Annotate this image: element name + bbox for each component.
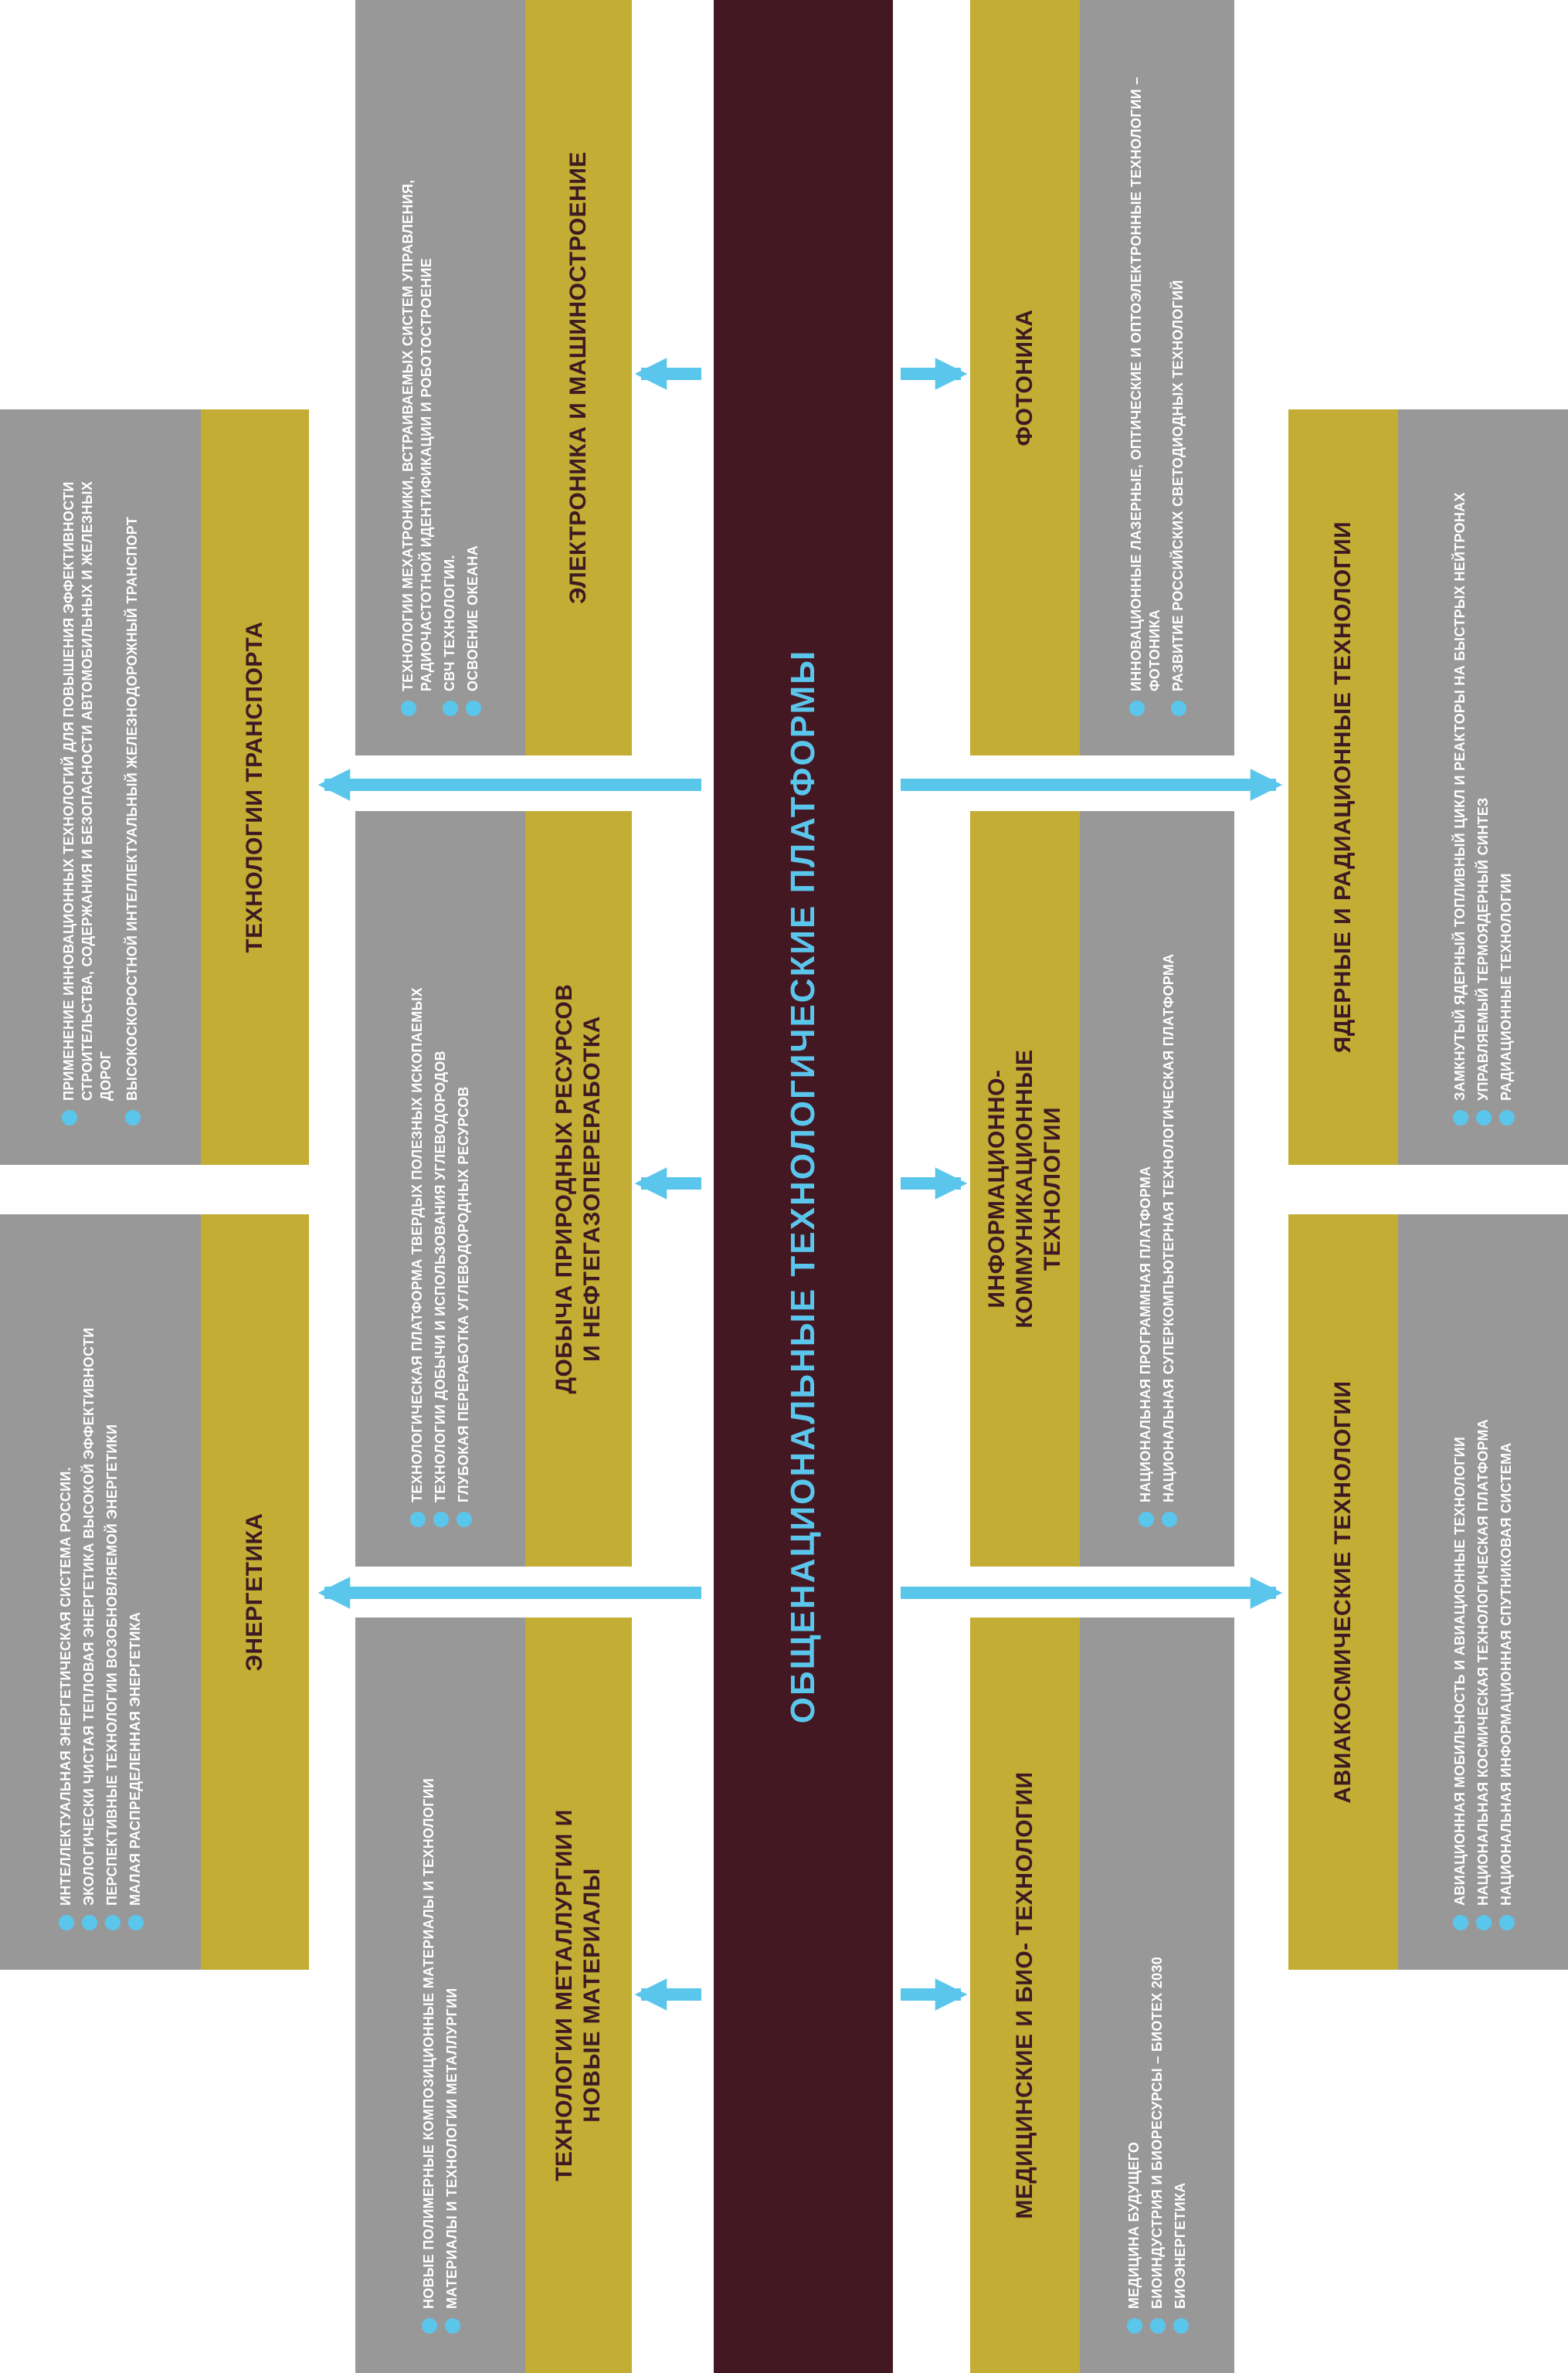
list-item: АВИАЦИОННАЯ МОБИЛЬНОСТЬ И АВИАЦИОННЫЕ ТЕ… bbox=[1451, 1252, 1469, 1932]
bullet-dot-icon bbox=[401, 701, 416, 716]
bullet-dot-icon bbox=[1173, 2318, 1189, 2334]
photonics-title: ФОТОНИКА bbox=[1012, 309, 1037, 446]
photonics-items-panel: ИННОВАЦИОННЫЕ ЛАЗЕРНЫЕ, ОПТИЧЕСКИЕ И ОПТ… bbox=[1080, 0, 1234, 755]
nuclear-category: ЯДЕРНЫЕ И РАДИАЦИОННЫЕ ТЕХНОЛОГИИ bbox=[1288, 409, 1398, 1165]
list-item: МЕДИЦИНА БУДУЩЕГО bbox=[1125, 1655, 1143, 2335]
ict-category: ИНФОРМАЦИОННО-КОММУНИКАЦИОННЫЕ ТЕХНОЛОГИ… bbox=[970, 811, 1080, 1567]
electronics-category: ЭЛЕКТРОНИКА И МАШИНОСТРОЕНИЕ bbox=[525, 0, 632, 755]
list-item: НАЦИОНАЛЬНАЯ КОСМИЧЕСКАЯ ТЕХНОЛОГИЧЕСКАЯ… bbox=[1474, 1252, 1492, 1932]
list-item: НОВЫЕ ПОЛИМЕРНЫЕ КОМПОЗИЦИОННЫЕ МАТЕРИАЛ… bbox=[419, 1655, 438, 2335]
center-bar: ОБЩЕНАЦИОНАЛЬНЫЕ ТЕХНОЛОГИЧЕСКИЕ ПЛАТФОР… bbox=[714, 0, 893, 2373]
electronics-title: ЭЛЕКТРОНИКА И МАШИНОСТРОЕНИЕ bbox=[565, 151, 591, 604]
bullet-dot-icon bbox=[433, 1512, 449, 1527]
list-item: НАЦИОНАЛЬНАЯ ПРОГРАММНАЯ ПЛАТФОРМА bbox=[1136, 849, 1155, 1529]
list-item: МАЛАЯ РАСПРЕДЕЛЕННАЯ ЭНЕРГЕТИКА bbox=[126, 1252, 144, 1932]
list-item: ИНТЕЛЛЕКТУАЛЬНАЯ ЭНЕРГЕТИЧЕСКАЯ СИСТЕМА … bbox=[56, 1252, 75, 1932]
nuclear-items-panel: ЗАМКНУТЫЙ ЯДЕРНЫЙ ТОПЛИВНЫЙ ЦИКЛ И РЕАКТ… bbox=[1398, 409, 1568, 1165]
medical-items-panel: МЕДИЦИНА БУДУЩЕГО БИОИНДУСТРИЯ И БИОРЕСУ… bbox=[1080, 1618, 1234, 2373]
list-item: ПЕРСПЕКТИВНЫЕ ТЕХНОЛОГИИ ВОЗОБНОВЛЯЕМОЙ … bbox=[103, 1252, 121, 1932]
bullet-dot-icon bbox=[128, 1915, 144, 1930]
resources-items-panel: ТЕХНОЛОГИЧЕСКАЯ ПЛАТФОРМА ТВЕРДЫХ ПОЛЕЗН… bbox=[355, 811, 525, 1567]
transport-items-panel: ПРИМЕНЕНИЕ ИННОВАЦИОННЫХ ТЕХНОЛОГИЙ ДЛЯ … bbox=[0, 409, 201, 1165]
bullet-dot-icon bbox=[1171, 701, 1186, 716]
metallurgy-title: ТЕХНОЛОГИИ МЕТАЛЛУРГИИ И НОВЫЕ МАТЕРИАЛЫ bbox=[552, 1809, 605, 2181]
transport-category: ТЕХНОЛОГИИ ТРАНСПОРТА bbox=[201, 409, 309, 1165]
bullet-dot-icon bbox=[410, 1512, 426, 1527]
resources-category: ДОБЫЧА ПРИРОДНЫХ РЕСУРСОВ И НЕФТЕГАЗОПЕР… bbox=[525, 811, 632, 1567]
metallurgy-items-panel: НОВЫЕ ПОЛИМЕРНЫЕ КОМПОЗИЦИОННЫЕ МАТЕРИАЛ… bbox=[355, 1618, 525, 2373]
nuclear-title: ЯДЕРНЫЕ И РАДИАЦИОННЫЕ ТЕХНОЛОГИИ bbox=[1330, 521, 1356, 1054]
list-item: МАТЕРИАЛЫ И ТЕХНОЛОГИИ МЕТАЛЛУРГИИ bbox=[443, 1655, 461, 2335]
bullet-dot-icon bbox=[125, 1110, 141, 1125]
list-item: ЭКОЛОГИЧЕСКИ ЧИСТАЯ ТЕПЛОВАЯ ЭНЕРГЕТИКА … bbox=[80, 1252, 98, 1932]
bullet-dot-icon bbox=[1150, 2318, 1166, 2334]
list-item: ПРИМЕНЕНИЕ ИННОВАЦИОННЫХ ТЕХНОЛОГИЙ ДЛЯ … bbox=[59, 447, 115, 1127]
energy-title: ЭНЕРГЕТИКА bbox=[242, 1512, 267, 1672]
bullet-dot-icon bbox=[1162, 1512, 1177, 1527]
medical-category: МЕДИЦИНСКИЕ И БИО- ТЕХНОЛОГИИ bbox=[970, 1618, 1080, 2373]
bullet-dot-icon bbox=[1129, 701, 1145, 716]
list-item: ТЕХНОЛОГИЧЕСКАЯ ПЛАТФОРМА ТВЕРДЫХ ПОЛЕЗН… bbox=[408, 849, 426, 1529]
medical-title: МЕДИЦИНСКИЕ И БИО- ТЕХНОЛОГИИ bbox=[1012, 1771, 1037, 2219]
bullet-dot-icon bbox=[1499, 1915, 1515, 1930]
bullet-dot-icon bbox=[82, 1915, 97, 1930]
list-item: ЗАМКНУТЫЙ ЯДЕРНЫЙ ТОПЛИВНЫЙ ЦИКЛ И РЕАКТ… bbox=[1451, 447, 1469, 1127]
aerospace-category: АВИАКОСМИЧЕСКИЕ ТЕХНОЛОГИИ bbox=[1288, 1214, 1398, 1970]
bullet-dot-icon bbox=[422, 2318, 437, 2334]
list-item: НАЦИОНАЛЬНАЯ СУПЕРКОМПЬЮТЕРНАЯ ТЕХНОЛОГИ… bbox=[1159, 849, 1178, 1529]
bullet-dot-icon bbox=[443, 701, 458, 716]
list-item: ОСВОЕНИЕ ОКЕАНА bbox=[463, 38, 482, 718]
resources-title: ДОБЫЧА ПРИРОДНЫХ РЕСУРСОВ И НЕФТЕГАЗОПЕР… bbox=[552, 983, 605, 1394]
electronics-items-panel: ТЕХНОЛОГИИ МЕХАТРОНИКИ, ВСТРАИВАЕМЫХ СИС… bbox=[355, 0, 525, 755]
bullet-dot-icon bbox=[466, 701, 481, 716]
bullet-dot-icon bbox=[445, 2318, 460, 2334]
ict-title: ИНФОРМАЦИОННО-КОММУНИКАЦИОННЫЕ ТЕХНОЛОГИ… bbox=[984, 1049, 1065, 1329]
list-item: РАДИАЦИОННЫЕ ТЕХНОЛОГИИ bbox=[1497, 447, 1515, 1127]
ict-items-panel: НАЦИОНАЛЬНАЯ ПРОГРАММНАЯ ПЛАТФОРМА НАЦИО… bbox=[1080, 811, 1234, 1567]
list-item: СВЧ ТЕХНОЛОГИИ. bbox=[440, 38, 459, 718]
list-item: БИОЭНЕРГЕТИКА bbox=[1171, 1655, 1190, 2335]
transport-title: ТЕХНОЛОГИИ ТРАНСПОРТА bbox=[242, 621, 267, 953]
list-item: БИОИНДУСТРИЯ И БИОРЕСУРСЫ – БИОТЕХ 2030 bbox=[1148, 1655, 1166, 2335]
aerospace-title: АВИАКОСМИЧЕСКИЕ ТЕХНОЛОГИИ bbox=[1330, 1380, 1356, 1804]
bullet-dot-icon bbox=[105, 1915, 120, 1930]
list-item: УПРАВЛЯЕМЫЙ ТЕРМОЯДЕРНЫЙ СИНТЕЗ bbox=[1474, 447, 1492, 1127]
bullet-dot-icon bbox=[456, 1512, 472, 1527]
bullet-dot-icon bbox=[1139, 1512, 1154, 1527]
aerospace-items-panel: АВИАЦИОННАЯ МОБИЛЬНОСТЬ И АВИАЦИОННЫЕ ТЕ… bbox=[1398, 1214, 1568, 1970]
bullet-dot-icon bbox=[1476, 1110, 1492, 1125]
list-item: ИННОВАЦИОННЫЕ ЛАЗЕРНЫЕ, ОПТИЧЕСКИЕ И ОПТ… bbox=[1127, 38, 1164, 718]
list-item: НАЦИОНАЛЬНАЯ ИНФОРМАЦИОННАЯ СПУТНИКОВАЯ … bbox=[1497, 1252, 1515, 1932]
bullet-dot-icon bbox=[1476, 1915, 1492, 1930]
energy-items-panel: ИНТЕЛЛЕКТУАЛЬНАЯ ЭНЕРГЕТИЧЕСКАЯ СИСТЕМА … bbox=[0, 1214, 201, 1970]
list-item: ТЕХНОЛОГИИ ДОБЫЧИ И ИСПОЛЬЗОВАНИЯ УГЛЕВО… bbox=[431, 849, 450, 1529]
bullet-dot-icon bbox=[59, 1915, 74, 1930]
diagram-title: ОБЩЕНАЦИОНАЛЬНЫЕ ТЕХНОЛОГИЧЕСКИЕ ПЛАТФОР… bbox=[784, 649, 822, 1724]
list-item: ВЫСОКОСКОРОСТНОЙ ИНТЕЛЛЕКТУАЛЬНЫЙ ЖЕЛЕЗН… bbox=[123, 447, 141, 1127]
bullet-dot-icon bbox=[62, 1110, 77, 1125]
metallurgy-category: ТЕХНОЛОГИИ МЕТАЛЛУРГИИ И НОВЫЕ МАТЕРИАЛЫ bbox=[525, 1618, 632, 2373]
bullet-dot-icon bbox=[1453, 1915, 1468, 1930]
bullet-dot-icon bbox=[1499, 1110, 1515, 1125]
energy-category: ЭНЕРГЕТИКА bbox=[201, 1214, 309, 1970]
bullet-dot-icon bbox=[1127, 2318, 1142, 2334]
list-item: РАЗВИТИЕ РОССИЙСКИХ СВЕТОДИОДНЫХ ТЕХНОЛО… bbox=[1169, 38, 1187, 718]
list-item: ТЕХНОЛОГИИ МЕХАТРОНИКИ, ВСТРАИВАЕМЫХ СИС… bbox=[399, 38, 436, 718]
list-item: ГЛУБОКАЯ ПЕРЕРАБОТКА УГЛЕВОДОРОДНЫХ РЕСУ… bbox=[454, 849, 473, 1529]
photonics-category: ФОТОНИКА bbox=[970, 0, 1080, 755]
bullet-dot-icon bbox=[1453, 1110, 1468, 1125]
